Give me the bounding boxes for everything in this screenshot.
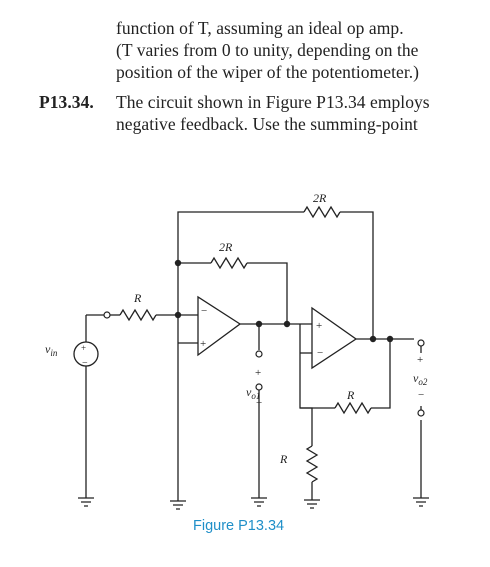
circuit-diagram: 2R 2R R R R + − vin − + + − + − vo1 + − … [45,191,429,510]
label-vin-source-plus: + [81,343,86,353]
label-vo2: vo2 [413,371,428,387]
op-amp-2 [311,306,358,370]
resistor-2r-inner [210,256,248,270]
label-2r-inner: 2R [219,240,233,254]
text-line-1: function of T, assuming an ideal op amp. [116,18,404,38]
resistor-r-feedback-2 [334,401,372,415]
label-opamp1-minus: − [201,305,207,317]
label-vo2-plus: + [417,354,423,366]
junction-dots [174,259,394,343]
label-vo1-minus: − [256,397,262,409]
label-opamp1-plus: + [200,338,206,350]
label-vo1-plus: + [255,367,261,379]
label-vo1: vo1 [246,385,260,401]
text-line-2: (T varies from 0 to unity, depending on … [116,40,419,60]
ground-symbols [78,497,429,510]
label-r-feedback-2: R [346,388,355,402]
label-r-input: R [133,291,142,305]
label-2r-outer: 2R [313,191,327,205]
text-line-3: position of the wiper of the potentiomet… [116,62,420,82]
label-opamp2-plus: + [316,320,322,332]
label-vin-source-minus: − [82,358,88,369]
label-r-pot: R [279,452,288,466]
op-amp-1 [197,295,242,357]
text-line-5: negative feedback. Use the summing-point [116,114,418,134]
terminals [103,311,425,417]
figure-caption: Figure P13.34 [193,518,285,534]
label-vo2-minus: − [418,389,424,401]
resistor-r-input [119,308,157,322]
label-opamp2-minus: − [317,347,323,359]
resistor-pot [305,445,319,483]
resistor-2r-outer [303,205,341,219]
label-vin: vin [45,342,58,358]
text-line-4: The circuit shown in Figure P13.34 emplo… [116,92,430,112]
problem-number: P13.34. [39,92,94,112]
